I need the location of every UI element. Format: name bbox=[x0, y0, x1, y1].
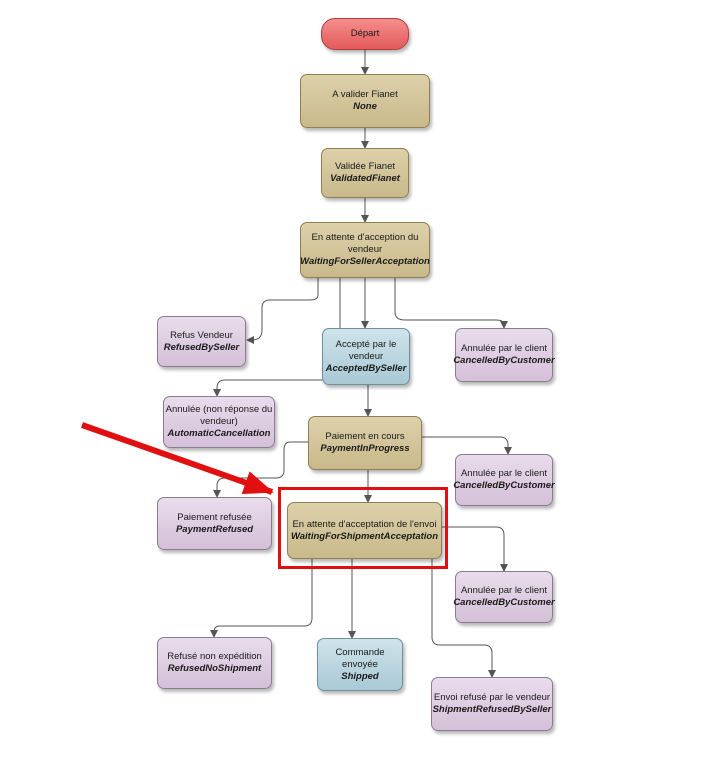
connector-to-cancelled-by-customer-3 bbox=[442, 526, 508, 572]
node-cancelled-by-customer-1: Annulée par le client CancelledByCustome… bbox=[453, 328, 555, 382]
connector-to-shipment-refused bbox=[431, 559, 496, 678]
node-label: envoyée bbox=[342, 658, 378, 670]
node-code: CancelledByCustomer bbox=[453, 355, 555, 366]
node-label: Refus Vendeur bbox=[170, 329, 233, 341]
node-label: Validée Fianet bbox=[334, 161, 396, 172]
node-label: Refusé non expédition bbox=[167, 651, 262, 662]
node-code: Shipped bbox=[341, 670, 379, 682]
node-label: Envoi refusé par le vendeur bbox=[433, 692, 551, 703]
node-depart: Départ bbox=[321, 18, 409, 50]
node-automatic-cancellation: Annulée (non réponse du vendeur) Automat… bbox=[163, 396, 275, 448]
node-code: RefusedNoShipment bbox=[167, 663, 262, 674]
connector-to-cancelled-by-customer-2 bbox=[422, 436, 512, 455]
node-label: En attente d'acceptation de l'envoi bbox=[292, 518, 437, 530]
connector-to-payment-refused bbox=[213, 441, 308, 498]
connector-to-refused-no-shipment bbox=[210, 559, 313, 638]
node-code: RefusedBySeller bbox=[163, 341, 240, 353]
node-code: None bbox=[353, 101, 377, 112]
node-payment-in-progress: Paiement en cours PaymentInProgress bbox=[308, 416, 422, 470]
node-label: Commande bbox=[335, 646, 385, 658]
node-shipped: Commande envoyée Shipped bbox=[317, 638, 403, 691]
node-label: vendeur bbox=[347, 244, 383, 255]
connector-to-cancelled-by-customer-1 bbox=[394, 278, 508, 329]
node-cancelled-by-customer-2: Annulée par le client CancelledByCustome… bbox=[453, 454, 555, 506]
node-code: WaitingForShipmentAcceptation bbox=[290, 530, 439, 542]
node-code: AutomaticCancellation bbox=[167, 428, 271, 439]
node-label: Annulée par le client bbox=[460, 585, 548, 596]
highlight-arrow bbox=[81, 422, 274, 495]
node-label: A valider Fianet bbox=[332, 89, 398, 100]
highlight-frame bbox=[278, 487, 448, 569]
node-shipment-refused-by-seller: Envoi refusé par le vendeur ShipmentRefu… bbox=[431, 677, 553, 731]
node-cancelled-by-customer-3: Annulée par le client CancelledByCustome… bbox=[453, 571, 555, 623]
node-payment-refused: Paiement refusée PaymentRefused bbox=[157, 497, 272, 550]
node-waiting-shipment-acceptation: En attente d'acceptation de l'envoi Wait… bbox=[287, 502, 442, 559]
node-label: Départ bbox=[350, 28, 380, 39]
node-code: CancelledByCustomer bbox=[453, 480, 555, 491]
node-label: Paiement refusée bbox=[177, 511, 252, 523]
node-code: AcceptedBySeller bbox=[325, 362, 407, 374]
node-label: En attente d'acception du bbox=[311, 232, 419, 243]
node-code: PaymentInProgress bbox=[320, 443, 410, 454]
node-label: Annulée (non réponse du bbox=[165, 404, 273, 415]
node-code: CancelledByCustomer bbox=[453, 597, 555, 608]
node-code: ShipmentRefusedBySeller bbox=[432, 704, 552, 715]
node-refused-no-shipment: Refusé non expédition RefusedNoShipment bbox=[157, 637, 272, 689]
node-code: PaymentRefused bbox=[175, 523, 254, 535]
node-a-valider-fianet: A valider Fianet None bbox=[300, 74, 430, 128]
node-validee-fianet: Validée Fianet ValidatedFianet bbox=[321, 148, 409, 198]
node-label: Annulée par le client bbox=[460, 343, 548, 354]
node-label: vendeur) bbox=[200, 416, 238, 427]
connector-to-refused-by-seller bbox=[246, 278, 319, 344]
node-accepted-by-seller: Accepté par le vendeur AcceptedBySeller bbox=[322, 328, 410, 385]
node-label: Annulée par le client bbox=[460, 468, 548, 479]
node-waiting-seller-acceptation: En attente d'acception du vendeur Waitin… bbox=[300, 222, 430, 278]
node-refused-by-seller: Refus Vendeur RefusedBySeller bbox=[157, 316, 246, 367]
node-label: Paiement en cours bbox=[325, 431, 405, 442]
node-label: vendeur bbox=[348, 350, 384, 362]
node-code: ValidatedFianet bbox=[330, 173, 400, 184]
node-label: Accepté par le bbox=[335, 338, 397, 350]
node-code: WaitingForSellerAcceptation bbox=[300, 256, 430, 267]
